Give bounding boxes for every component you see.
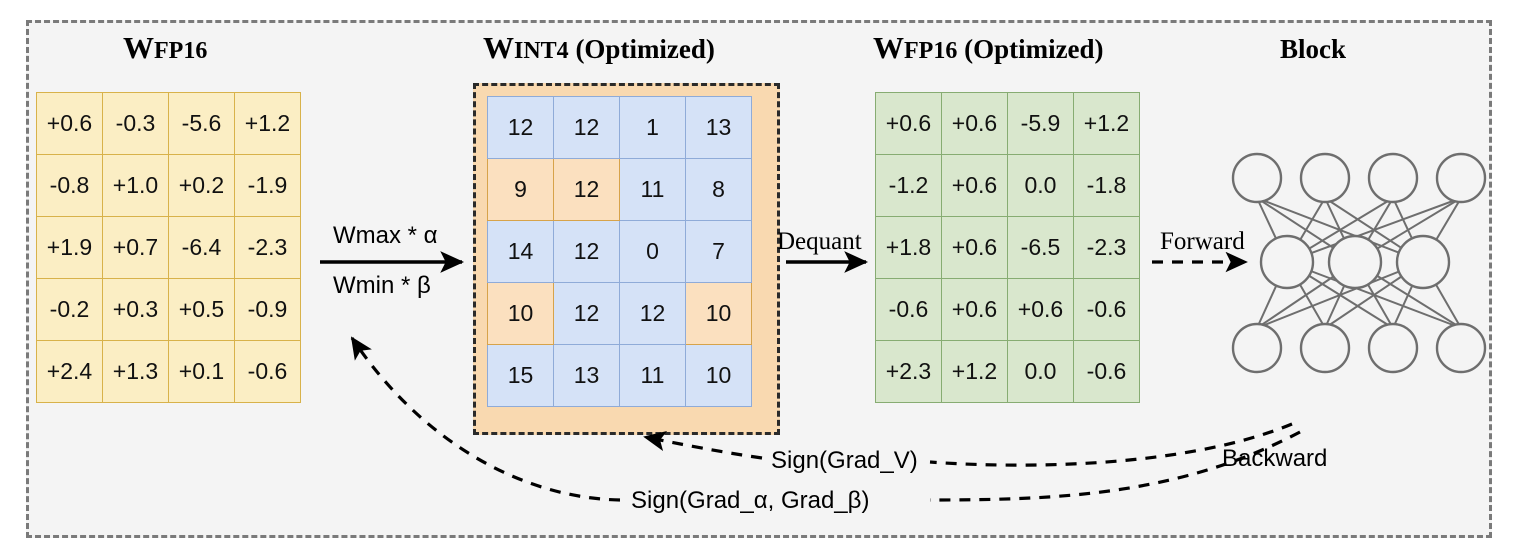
matrix-fp16-opt-cell: -1.8 (1073, 154, 1140, 217)
matrix-fp16-opt-cell: +0.6 (875, 92, 942, 155)
matrix-fp16-opt-row: +0.6+0.6-5.9+1.2 (875, 92, 1140, 155)
matrix-fp16-row: -0.8+1.0+0.2-1.9 (36, 154, 301, 217)
matrix-int4-cell: 11 (619, 158, 686, 221)
matrix-fp16-cell: +1.0 (102, 154, 169, 217)
matrix-fp16-cell: +0.7 (102, 216, 169, 279)
matrix-fp16-opt-cell: +1.2 (1073, 92, 1140, 155)
title-int4: WINT4 (Optimized) (483, 30, 715, 66)
matrix-fp16-cell: +0.1 (168, 340, 235, 403)
matrix-int4-cell: 7 (685, 220, 752, 283)
title-fp16-sub: FP16 (154, 38, 208, 64)
matrix-int4-cell: 12 (553, 96, 620, 159)
title-fp16-opt-sub: FP16 (904, 38, 958, 64)
matrix-fp16-cell: +0.3 (102, 278, 169, 341)
matrix-fp16-opt-row: +1.8+0.6-6.5-2.3 (875, 216, 1140, 279)
matrix-int4-cell: 0 (619, 220, 686, 283)
matrix-int4-cell: 13 (685, 96, 752, 159)
matrix-int4-cell: 9 (487, 158, 554, 221)
matrix-fp16-cell: +0.6 (36, 92, 103, 155)
matrix-int4-cell: 1 (619, 96, 686, 159)
title-fp16: WFP16 (123, 30, 207, 66)
matrix-int4-cell: 12 (553, 158, 620, 221)
matrix-int4-cell: 12 (619, 282, 686, 345)
matrix-fp16-opt-cell: +0.6 (941, 92, 1008, 155)
matrix-fp16-row: +1.9+0.7-6.4-2.3 (36, 216, 301, 279)
label-backward: Backward (1222, 445, 1328, 472)
title-fp16-opt-suffix: (Optimized) (957, 34, 1104, 64)
matrix-fp16-cell: -1.9 (234, 154, 301, 217)
matrix-fp16-row: -0.2+0.3+0.5-0.9 (36, 278, 301, 341)
title-int4-suffix: (Optimized) (568, 34, 715, 64)
matrix-fp16-opt-cell: +0.6 (941, 154, 1008, 217)
matrix-fp16-opt-cell: +1.2 (941, 340, 1008, 403)
label-sign-grad-v: Sign(Grad_V) (771, 447, 918, 474)
matrix-int4-cell: 14 (487, 220, 554, 283)
matrix-fp16-opt-row: -0.6+0.6+0.6-0.6 (875, 278, 1140, 341)
matrix-int4-cell: 11 (619, 344, 686, 407)
matrix-fp16-cell: -6.4 (168, 216, 235, 279)
matrix-fp16-opt-cell: +0.6 (1007, 278, 1074, 341)
matrix-fp16-opt-cell: -2.3 (1073, 216, 1140, 279)
matrix-fp16-cell: +1.2 (234, 92, 301, 155)
matrix-fp16-cell: +2.4 (36, 340, 103, 403)
matrix-fp16-row: +0.6-0.3-5.6+1.2 (36, 92, 301, 155)
matrix-int4-cell: 10 (487, 282, 554, 345)
label-forward: Forward (1160, 228, 1245, 255)
matrix-fp16-cell: -0.8 (36, 154, 103, 217)
matrix-fp16-opt-cell: -1.2 (875, 154, 942, 217)
matrix-int4-cell: 12 (553, 282, 620, 345)
label-sign-grad-alpha-beta: Sign(Grad_α, Grad_β) (631, 487, 870, 514)
matrix-fp16-cell: -2.3 (234, 216, 301, 279)
matrix-fp16-opt-cell: -6.5 (1007, 216, 1074, 279)
matrix-int4-cell: 10 (685, 282, 752, 345)
title-int4-sub: INT4 (514, 38, 569, 64)
title-int4-base: W (483, 30, 514, 65)
matrix-fp16-opt-cell: +1.8 (875, 216, 942, 279)
matrix-fp16-opt-cell: 0.0 (1007, 154, 1074, 217)
matrix-fp16-cell: +1.9 (36, 216, 103, 279)
title-fp16-base: W (123, 30, 154, 65)
matrix-fp16-opt-cell: +2.3 (875, 340, 942, 403)
matrix-fp16-opt-cell: -0.6 (875, 278, 942, 341)
matrix-fp16-opt-cell: +0.6 (941, 216, 1008, 279)
matrix-fp16-cell: +0.5 (168, 278, 235, 341)
matrix-int4-cell: 10 (685, 344, 752, 407)
matrix-fp16: +0.6-0.3-5.6+1.2-0.8+1.0+0.2-1.9+1.9+0.7… (36, 92, 301, 403)
title-block: Block (1280, 34, 1346, 65)
title-fp16-optimized: WFP16 (Optimized) (873, 30, 1104, 66)
title-block-text: Block (1280, 34, 1347, 64)
matrix-int4-cell: 12 (553, 220, 620, 283)
matrix-fp16-cell: +1.3 (102, 340, 169, 403)
title-fp16-opt-base: W (873, 30, 904, 65)
matrix-fp16-cell: -0.3 (102, 92, 169, 155)
matrix-fp16-opt-cell: -5.9 (1007, 92, 1074, 155)
matrix-int4-cell: 15 (487, 344, 554, 407)
matrix-fp16-cell: -0.9 (234, 278, 301, 341)
matrix-fp16-opt-cell: 0.0 (1007, 340, 1074, 403)
matrix-fp16-opt-cell: -0.6 (1073, 278, 1140, 341)
label-dequant: Dequant (777, 228, 862, 255)
matrix-fp16-opt-cell: -0.6 (1073, 340, 1140, 403)
matrix-fp16-cell: -0.6 (234, 340, 301, 403)
matrix-fp16-cell: +0.2 (168, 154, 235, 217)
matrix-fp16-row: +2.4+1.3+0.1-0.6 (36, 340, 301, 403)
matrix-fp16-cell: -0.2 (36, 278, 103, 341)
matrix-fp16-cell: -5.6 (168, 92, 235, 155)
matrix-int4-cell: 12 (487, 96, 554, 159)
matrix-fp16-opt-cell: +0.6 (941, 278, 1008, 341)
matrix-int4-cell: 8 (685, 158, 752, 221)
label-wmin-beta: Wmin * β (333, 272, 431, 299)
label-wmax-alpha: Wmax * α (333, 222, 438, 249)
matrix-int4-cell: 13 (553, 344, 620, 407)
